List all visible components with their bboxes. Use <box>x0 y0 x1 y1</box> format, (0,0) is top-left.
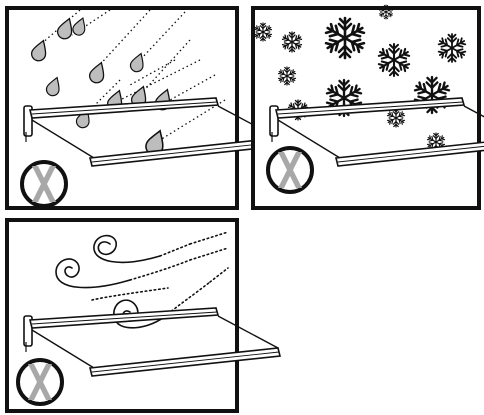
rain-panel <box>5 6 281 210</box>
prohibited-icon <box>266 146 314 194</box>
snow-panel <box>251 5 484 210</box>
prohibited-icon <box>20 160 68 208</box>
prohibited-icon <box>16 358 64 406</box>
wind-panel <box>5 218 281 413</box>
